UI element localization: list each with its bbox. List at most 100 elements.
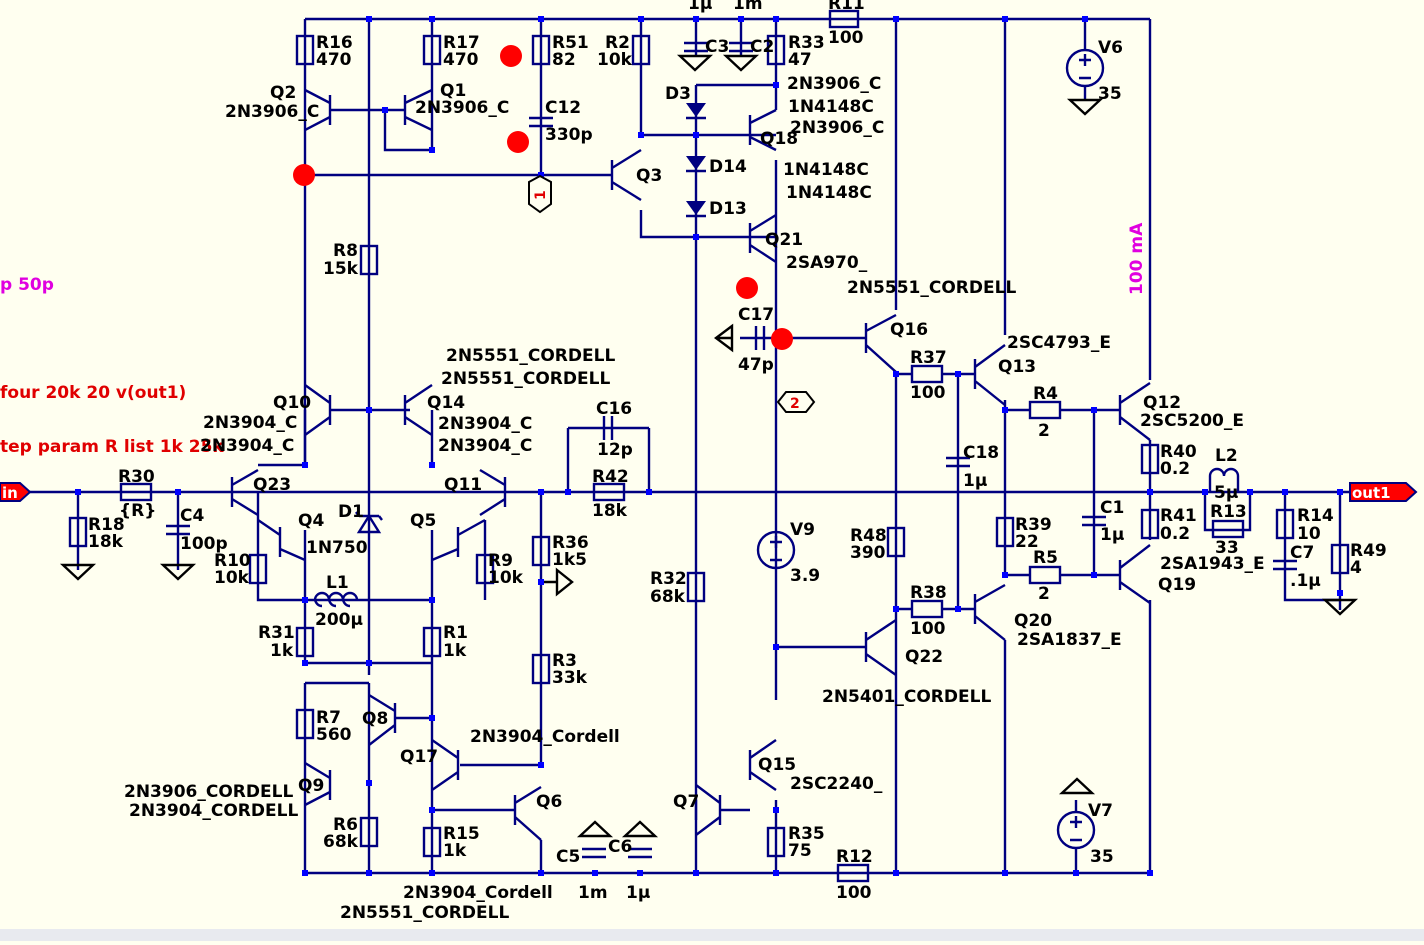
bjt-Q21[interactable] [748,213,777,264]
resistor-R13[interactable] [1211,519,1245,539]
resistor-R8[interactable] [359,244,379,276]
resistor-R35[interactable] [766,826,786,858]
resistor-R18[interactable] [68,516,88,548]
resistor-R40[interactable] [1140,443,1160,475]
label-transistors-q19-0: Q19 [1158,575,1196,595]
resistor-R36[interactable] [531,535,551,567]
label-components-r48-0: R48 [850,526,887,546]
bjt-Q5[interactable] [431,518,486,562]
net-label-2[interactable]: 2 [776,391,816,413]
probe-marker[interactable] [500,45,522,67]
bjt-Q23[interactable] [230,468,259,517]
label-components-r3-0: R3 [552,651,577,671]
resistor-R7[interactable] [295,708,315,740]
resistor-R14[interactable] [1275,508,1295,540]
capacitor-C6[interactable] [628,847,652,859]
bjt-Q8[interactable] [368,693,397,746]
port-out1[interactable]: out1 [1349,482,1418,502]
bjt-Q17[interactable] [431,739,460,791]
probe-marker[interactable] [507,131,529,153]
capacitor-C17[interactable] [754,326,766,350]
resistor-R16[interactable] [295,34,315,66]
label-components-r30-1: {R} [119,501,156,521]
probe-marker[interactable] [293,164,315,186]
port-in[interactable]: in [0,482,32,502]
resistor-R48[interactable] [886,526,906,558]
probe-marker[interactable] [771,328,793,350]
bjt-Q11[interactable] [479,468,507,517]
resistor-R1[interactable] [422,626,442,658]
bjt-Q14[interactable] [403,384,433,436]
resistor-R15[interactable] [422,826,442,858]
capacitor-C5[interactable] [582,847,606,859]
bjt-Q3[interactable] [610,148,642,202]
bjt-Q9[interactable] [304,761,332,807]
inductor-L2[interactable] [1208,467,1240,492]
resistor-R32[interactable] [686,571,706,603]
source-V6[interactable] [1065,19,1105,100]
resistor-R51[interactable] [531,34,551,66]
bjt-Q19[interactable] [1118,544,1151,604]
resistor-R30[interactable] [119,482,153,502]
bjt-Q20[interactable] [973,583,1006,641]
source-V7[interactable] [1056,800,1096,873]
resistor-R39[interactable] [995,516,1015,548]
source-V9[interactable] [756,530,796,570]
bjt-Q1[interactable] [403,88,433,132]
resistor-R2[interactable] [631,34,651,66]
zener-D1[interactable] [355,511,383,534]
label-components-r17-0: R17 [443,33,480,53]
label-diodes-d3: D3 [665,84,691,104]
label-transistors-q13-1: 2SC4793_E [1007,333,1111,353]
resistor-R31[interactable] [295,626,315,658]
diode-D14[interactable] [686,156,706,173]
label-components-r13-1: 33 [1215,538,1239,558]
bjt-Q7[interactable] [695,784,722,836]
resistor-R4[interactable] [1028,400,1062,420]
bjt-Q4[interactable] [257,519,306,562]
bjt-Q15[interactable] [748,739,777,791]
inductor-L1[interactable] [313,591,359,608]
resistor-R5[interactable] [1028,565,1062,585]
bjt-Q2[interactable] [304,88,332,132]
resistor-R11[interactable] [828,9,860,29]
resistor-R17[interactable] [422,34,442,66]
resistor-R9[interactable] [475,553,495,585]
bjt-Q12[interactable] [1118,382,1151,441]
resistor-R12[interactable] [836,863,870,883]
bjt-Q10[interactable] [304,384,332,436]
label-diodes-d_models-0: 1N4148C [788,97,874,117]
capacitor-C1[interactable] [1082,515,1106,527]
resistor-R38[interactable] [910,599,944,619]
label-components-r17-1: 470 [443,50,479,70]
capacitor-C3[interactable] [684,41,708,53]
resistor-R10[interactable] [248,553,268,585]
capacitor-C12[interactable] [529,116,553,128]
bjt-Q16[interactable] [864,313,897,373]
resistor-R3[interactable] [531,653,551,685]
capacitor-C7[interactable] [1273,559,1297,571]
resistor-R37[interactable] [910,364,944,384]
resistor-R41[interactable] [1140,508,1160,540]
capacitor-C4[interactable] [166,524,190,536]
label-transistors-q2-0: Q2 [270,83,296,103]
resistor-R6[interactable] [359,816,379,848]
bjt-Q6[interactable] [513,785,542,841]
capacitor-C16[interactable] [602,416,614,440]
bjt-Q13[interactable] [973,344,1006,406]
bjt-Q22[interactable] [864,619,897,676]
resistor-R42[interactable] [592,482,626,502]
ground-icon [1066,98,1104,116]
bjt-Q18[interactable] [748,108,777,152]
label-components-r16-1: 470 [316,50,352,70]
probe-marker[interactable] [736,277,758,299]
net-label-1[interactable]: 1 [528,174,552,214]
resistor-R49[interactable] [1330,543,1350,575]
diode-D13[interactable] [686,201,706,218]
resistor-R33[interactable] [766,34,786,66]
diode-D3[interactable] [686,103,706,120]
label-transistors-q1-0: Q1 [440,81,466,101]
capacitor-C18[interactable] [946,456,970,468]
capacitor-C2[interactable] [729,41,753,53]
